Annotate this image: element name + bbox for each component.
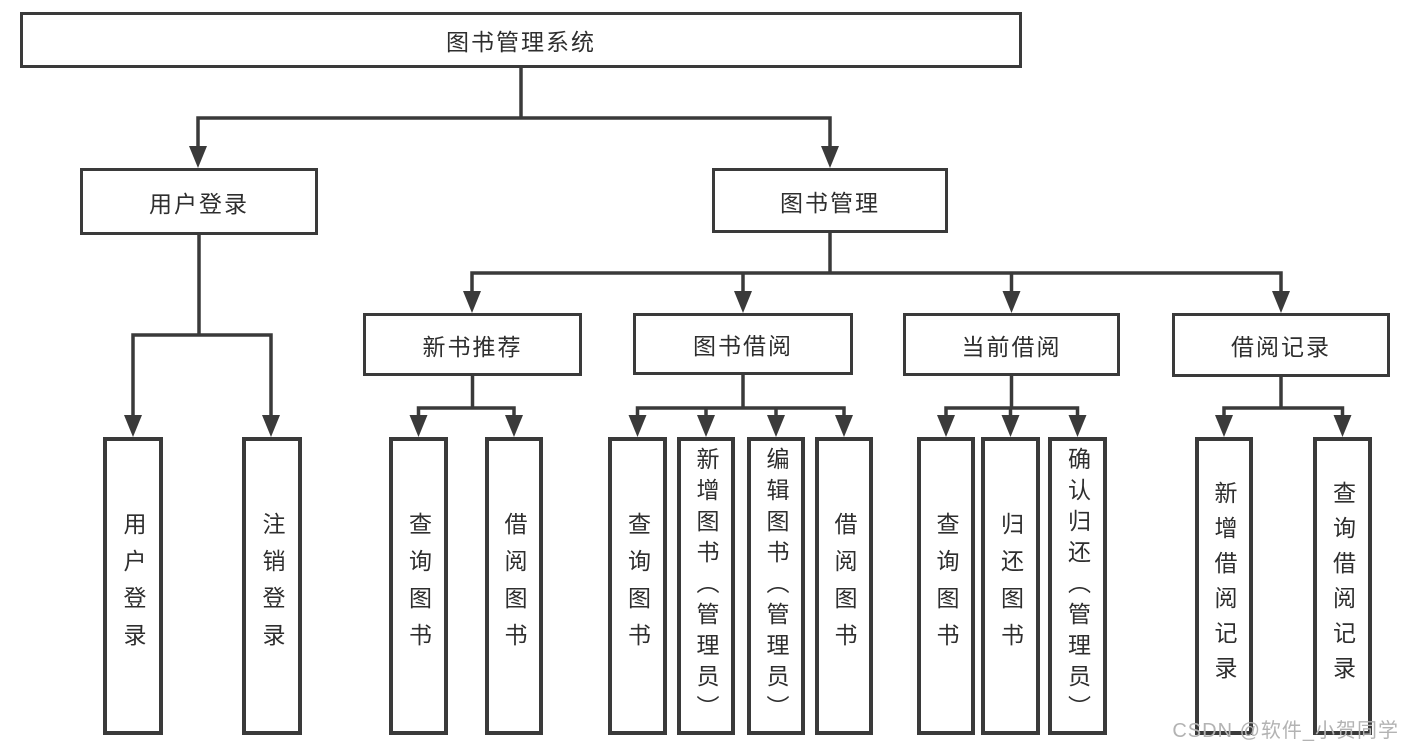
node-leaf-query-borrow-record: 查询借阅记录 [1313,437,1372,735]
node-leaf-edit-books-admin: 编辑图书（管理员） [747,437,805,735]
node-user-login-branch: 用户登录 [80,168,318,235]
node-leaf-query-books-1: 查询图书 [389,437,448,735]
node-leaf-borrow-books-1: 借阅图书 [485,437,543,735]
node-leaf-add-books-admin: 新增图书（管理员） [677,437,735,735]
node-leaf-logout: 注销登录 [242,437,302,735]
node-leaf-add-borrow-record: 新增借阅记录 [1195,437,1253,735]
node-book-borrowing: 图书借阅 [633,313,853,375]
node-book-management: 图书管理 [712,168,948,233]
node-new-book-recommendation: 新书推荐 [363,313,582,376]
csdn-watermark: CSDN @软件_小贺同学 [1172,720,1399,742]
node-leaf-user-login: 用户登录 [103,437,163,735]
node-borrowing-records: 借阅记录 [1172,313,1390,377]
node-library-system: 图书管理系统 [20,12,1022,68]
node-leaf-confirm-return: 确认归还（管理员） [1048,437,1107,735]
node-leaf-borrow-books-2: 借阅图书 [815,437,873,735]
node-current-borrowing: 当前借阅 [903,313,1120,376]
node-leaf-query-books-3: 查询图书 [917,437,975,735]
node-leaf-query-books-2: 查询图书 [608,437,667,735]
node-leaf-return-books: 归还图书 [981,437,1040,735]
